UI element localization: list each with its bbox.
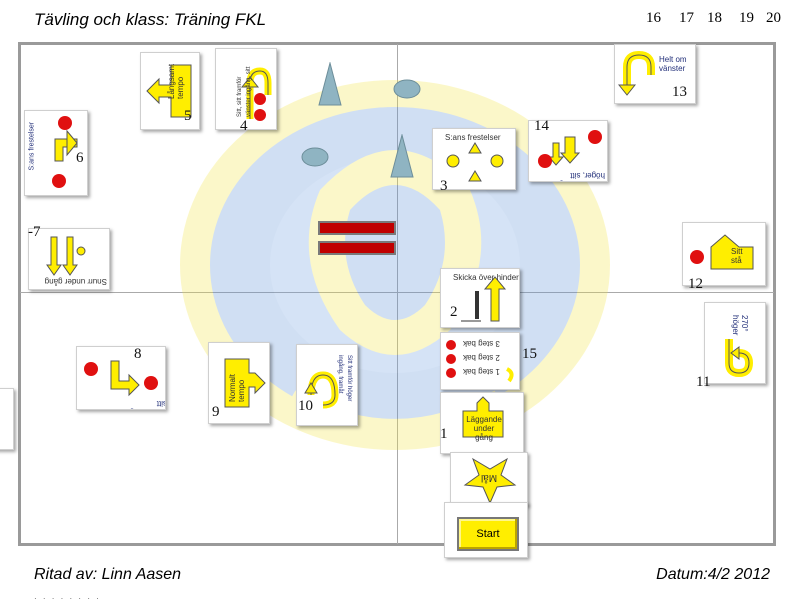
station-number: 11 — [696, 374, 711, 390]
top-number: 16 — [646, 10, 661, 26]
top-number: 17 — [679, 10, 694, 26]
author-label: Ritad av: Linn Aasen — [34, 566, 182, 583]
station-sign-12: Sitt stå — [682, 222, 766, 286]
station-sign-11: 270° höger — [704, 302, 766, 384]
arrow-icon — [146, 64, 192, 118]
vertical-center-line — [397, 44, 398, 544]
station-label: Sitt framför höger ingång, framåt — [337, 355, 352, 402]
stop-sign-icon — [52, 174, 66, 188]
divider-dots: · · · · · · · · — [34, 594, 101, 600]
station-number: 5 — [184, 108, 192, 124]
station-label: Snurr under gång — [44, 277, 107, 286]
station-sign-4: Sitt, sitt framför vänster ingång, sitt — [215, 48, 277, 130]
stop-sign-icon — [58, 116, 72, 130]
cone-icon — [318, 62, 342, 106]
stop-sign-icon — [690, 250, 704, 264]
stop-sign-icon — [254, 109, 266, 121]
stop-sign-icon — [84, 362, 98, 376]
station-sign-14: Sitt, sidosteg höger, sitt — [528, 120, 608, 182]
stop-sign-icon — [254, 93, 266, 105]
finish-sign: Mål — [450, 452, 528, 506]
station-label: Långsamt tempo — [167, 63, 185, 99]
stop-sign-icon — [446, 354, 456, 364]
station-label: Skicka över hinder — [453, 273, 519, 282]
station-sign-15: 3 steg bak 2 steg bak 1 steg bak — [440, 332, 520, 390]
station-label: 270° höger — [731, 315, 749, 336]
stop-sign-icon — [144, 376, 158, 390]
offpage-sign — [0, 388, 14, 450]
station-number: 6 — [76, 150, 84, 166]
finish-label: Mål — [481, 472, 498, 483]
station-label: S:ans frestelser — [28, 121, 36, 171]
station-number: 1 — [440, 426, 448, 442]
station-sign-13: Helt om vänster — [614, 44, 696, 104]
cone-icon — [468, 170, 482, 182]
station-label: 3 steg bak — [463, 339, 500, 348]
station-sign-5: Långsamt tempo — [140, 52, 200, 130]
jump-barrier-bar — [318, 221, 396, 235]
stop-sign-icon — [446, 340, 456, 350]
station-sign-9: Normalt tempo — [208, 342, 270, 424]
station-label: Sitt stå — [731, 247, 743, 265]
station-number: 9 — [212, 404, 220, 420]
stop-sign-icon — [588, 130, 602, 144]
station-label: Normalt tempo — [228, 373, 246, 402]
date-label: Datum:4/2 2012 — [656, 566, 770, 583]
station-label: Sitt, sidosteg höger, sitt — [559, 171, 605, 181]
station-number: 2 — [450, 304, 458, 320]
cone-icon — [390, 134, 414, 178]
station-label: 1 steg bak — [463, 367, 500, 376]
station-sign-8: Sitt, sväng vänster, sitt — [76, 346, 166, 410]
top-number: 18 — [707, 10, 722, 26]
station-label: Sitt, sitt framför vänster ingång, sitt — [237, 66, 252, 117]
station-label: Helt om vänster — [659, 55, 687, 73]
disk-icon — [393, 79, 421, 99]
station-sign-10: Sitt framför höger ingång, framåt — [296, 344, 358, 426]
station-number: -7 — [28, 224, 41, 240]
station-number: 12 — [688, 276, 703, 292]
station-sign-2: Skicka över hinder — [440, 268, 520, 328]
cone-icon — [468, 142, 482, 154]
disk-icon — [490, 154, 504, 168]
station-label: Läggande under gång — [466, 415, 502, 442]
start-button: Start — [457, 517, 519, 551]
station-number: 13 — [672, 84, 687, 100]
top-number: 20 — [766, 10, 781, 26]
station-number: 10 — [298, 398, 313, 414]
page-title: Tävling och klass: Träning FKL — [34, 10, 267, 29]
start-sign: Start — [444, 502, 528, 558]
station-sign-6: S:ans frestelser — [24, 110, 88, 196]
jump-barrier-bar — [318, 241, 396, 255]
station-label: S:ans frestelser — [445, 133, 501, 142]
station-number: 14 — [534, 118, 549, 134]
disk-icon — [446, 154, 460, 168]
station-label: Sitt, sväng vänster, sitt — [99, 399, 166, 409]
stop-sign-icon — [446, 368, 456, 378]
station-sign-1: Läggande under gång — [440, 392, 524, 454]
station-number: 15 — [522, 346, 537, 362]
station-number: 4 — [240, 118, 248, 134]
ring-boundary — [18, 42, 776, 546]
star-icon — [463, 457, 517, 505]
disk-icon — [301, 147, 329, 167]
station-number: 8 — [134, 346, 142, 362]
station-sign-7: Snurr under gång — [28, 228, 110, 290]
station-label: 2 steg bak — [463, 353, 500, 362]
station-number: 3 — [440, 178, 448, 194]
top-number: 19 — [739, 10, 754, 26]
stop-sign-icon — [538, 154, 552, 168]
station-sign-3: S:ans frestelser — [432, 128, 516, 190]
